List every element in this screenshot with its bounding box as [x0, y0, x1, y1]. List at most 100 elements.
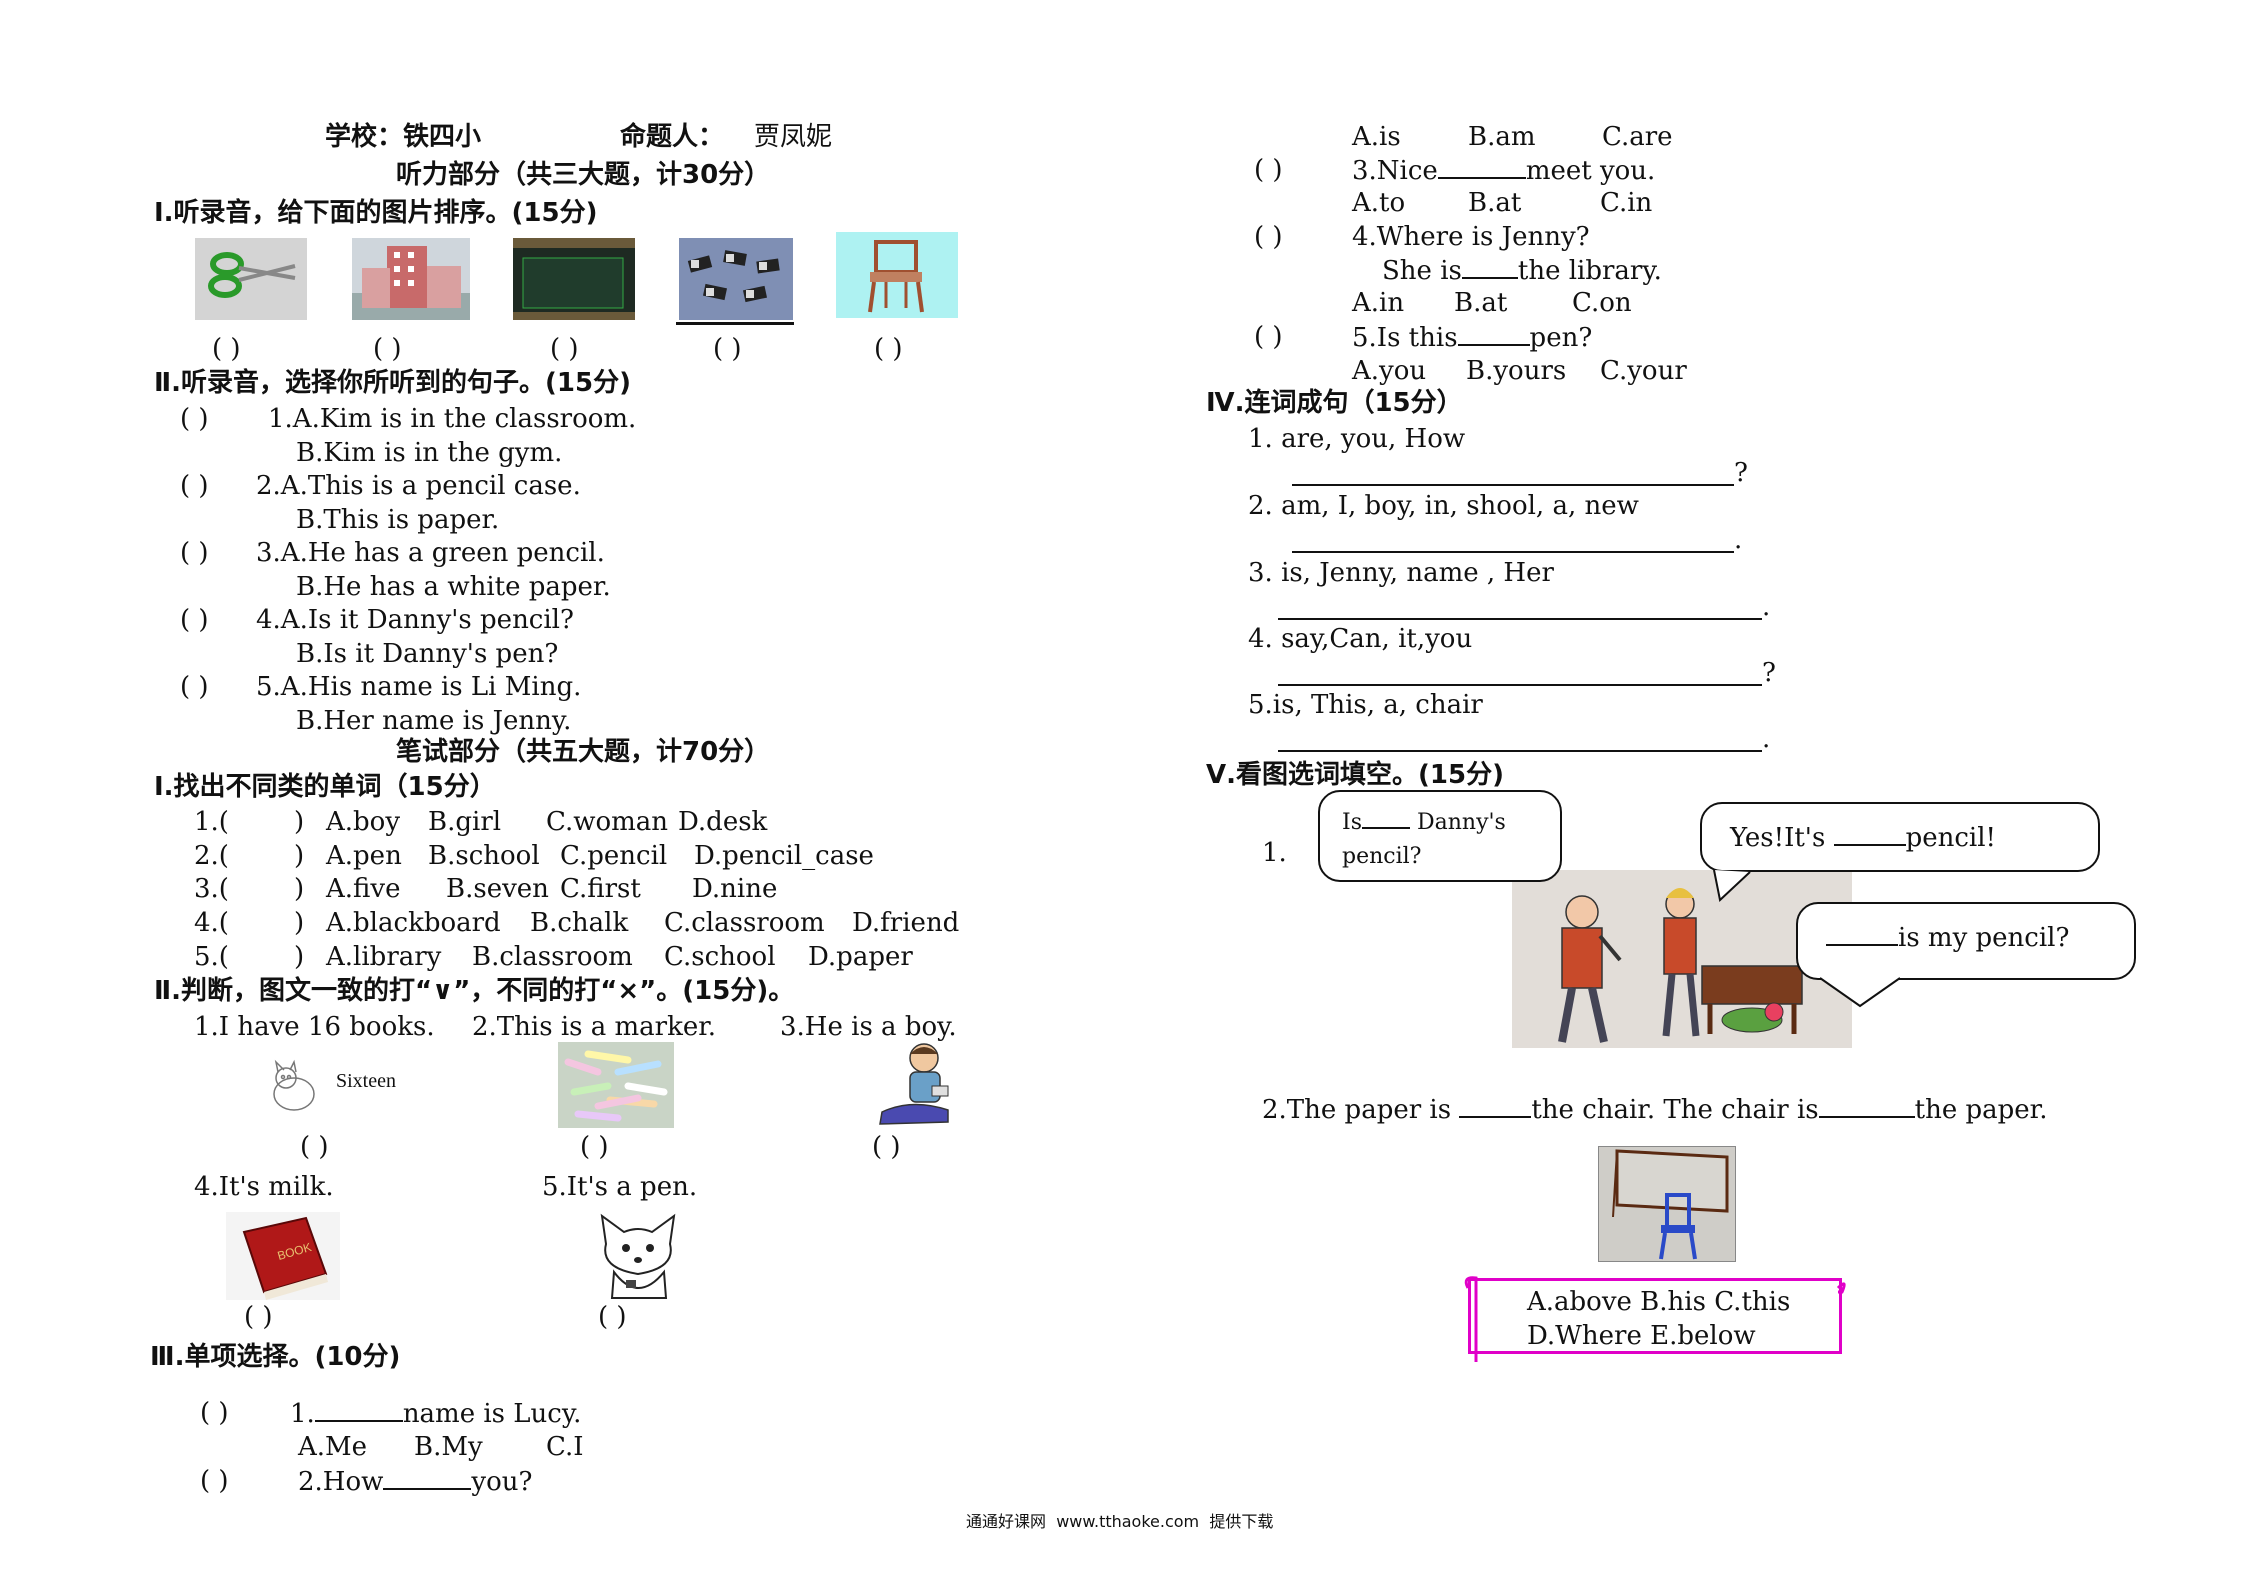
- order-blank-1[interactable]: ( ): [212, 334, 241, 364]
- w4-end-2: .: [1734, 525, 1743, 555]
- order-blank-4[interactable]: ( ): [713, 334, 742, 364]
- w3-q1-blank[interactable]: [314, 1398, 403, 1422]
- l2-paren-2[interactable]: ( ): [180, 471, 209, 501]
- w4-answer-line-5[interactable]: [1278, 750, 1762, 752]
- w1-opt-d: D.paper: [808, 942, 913, 972]
- bubble-1-line-1: Is Danny's: [1342, 808, 1506, 838]
- w3-paren-1[interactable]: ( ): [200, 1398, 229, 1428]
- w3-q5-blank[interactable]: [1457, 322, 1530, 346]
- speech-bubble-2: Yes!It's pencil!: [1700, 802, 2100, 872]
- w2-sentence-3: 3.He is a boy.: [780, 1012, 957, 1042]
- l2-paren-5[interactable]: ( ): [180, 672, 209, 702]
- w3-q1-post: name is Lucy.: [402, 1399, 582, 1429]
- w1-paren[interactable]: ): [294, 908, 305, 938]
- sixteen-label: Sixteen: [336, 1070, 396, 1092]
- l2-paren-1[interactable]: ( ): [180, 404, 209, 434]
- w2-paren-4[interactable]: ( ): [244, 1302, 273, 1332]
- bubble-1-pre: Is: [1342, 810, 1362, 835]
- w4-answer-line-3[interactable]: [1278, 618, 1762, 620]
- order-blank-3[interactable]: ( ): [550, 334, 579, 364]
- bubble-1-post: Danny's: [1416, 810, 1506, 835]
- w3-q2-blank[interactable]: [383, 1466, 472, 1490]
- w4-answer-line-1[interactable]: [1292, 484, 1734, 486]
- w1-num: 3.(: [194, 874, 229, 904]
- bubble-3-blank[interactable]: [1826, 922, 1898, 946]
- w1-paren[interactable]: ): [294, 874, 305, 904]
- w1-paren[interactable]: ): [294, 942, 305, 972]
- w4-end-4: ?: [1762, 658, 1776, 688]
- w3-q4-opt-b: B.at: [1454, 288, 1508, 318]
- w5-title: Ⅴ.看图选词填空。(15分): [1206, 760, 1504, 790]
- footer-url[interactable]: www.tthaoke.com: [1056, 1512, 1200, 1531]
- word-options-line-2: D.Where E.below: [1527, 1321, 1756, 1351]
- author-name: 贾凤妮: [754, 122, 833, 152]
- w3-q3-blank[interactable]: [1437, 155, 1526, 179]
- l2-paren-4[interactable]: ( ): [180, 605, 209, 635]
- w1-opt-c: C.woman: [546, 807, 669, 837]
- bubble-2-blank[interactable]: [1833, 822, 1906, 846]
- l2-option-5a: 5.A.His name is Li Ming.: [256, 672, 582, 702]
- w5-q2-blank-1[interactable]: [1459, 1094, 1532, 1118]
- w1-num: 5.(: [194, 942, 229, 972]
- order-blank-5[interactable]: ( ): [874, 334, 903, 364]
- w3-question-1: 1. name is Lucy.: [290, 1398, 581, 1429]
- w5-q2-pre: 2.The paper is: [1262, 1095, 1452, 1125]
- l2-option-1b: B.Kim is in the gym.: [296, 438, 563, 468]
- w3-title: Ⅲ.单项选择。(10分): [150, 1342, 401, 1372]
- w3-paren-5[interactable]: ( ): [1254, 322, 1283, 352]
- w3-q3-opt-c: C.in: [1600, 188, 1653, 218]
- w2-sentence-1: 1.I have 16 books.: [194, 1012, 435, 1042]
- bubble-2-pre: Yes!It's: [1730, 823, 1826, 853]
- speech-bubble-3: is my pencil?: [1796, 902, 2136, 980]
- l2-option-4b: B.Is it Danny's pen?: [296, 639, 559, 669]
- w3-q1-opt-c: C.I: [546, 1432, 584, 1462]
- erasers-underline: [676, 322, 794, 325]
- cartoon-scene-image: [1512, 870, 1852, 1048]
- w1-opt-d: D.friend: [852, 908, 960, 938]
- scissors-image: [195, 238, 307, 320]
- order-blank-2[interactable]: ( ): [373, 334, 402, 364]
- w2-sentence-5: 5.It's a pen.: [542, 1172, 698, 1202]
- w4-words-2: 2. am, I, boy, in, shool, a, new: [1248, 491, 1639, 521]
- author-label: 命题人：: [620, 122, 725, 152]
- bubble-1-blank[interactable]: [1361, 809, 1410, 829]
- w3-paren-2[interactable]: ( ): [200, 1466, 229, 1496]
- l2-paren-3[interactable]: ( ): [180, 538, 209, 568]
- w2-paren-5[interactable]: ( ): [598, 1302, 627, 1332]
- footer: 通通好课网 www.tthaoke.com 提供下载: [966, 1508, 1273, 1532]
- w1-opt-a: A.pen: [326, 841, 402, 871]
- l2-title: Ⅱ.听录音，选择你所听到的句子。(15分): [154, 368, 631, 398]
- w2-paren-1[interactable]: ( ): [300, 1132, 329, 1162]
- w2-paren-3[interactable]: ( ): [872, 1132, 901, 1162]
- w3-paren-4[interactable]: ( ): [1254, 222, 1283, 252]
- w3-question-4: 4.Where is Jenny?: [1352, 222, 1590, 252]
- listening-title: 听力部分（共三大题，计30分）: [396, 160, 771, 190]
- w3-paren-3[interactable]: ( ): [1254, 155, 1283, 185]
- w1-opt-c: C.pencil: [560, 841, 668, 871]
- w3-q5-opt-b: B.yours: [1466, 356, 1567, 386]
- w3-q3-opt-b: B.at: [1468, 188, 1522, 218]
- w5-q2-blank-2[interactable]: [1818, 1094, 1915, 1118]
- w1-paren[interactable]: ): [294, 841, 305, 871]
- bubble-2-post: pencil!: [1905, 823, 1996, 853]
- w2-sentence-4: 4.It's milk.: [194, 1172, 334, 1202]
- bubble-3-post: is my pencil?: [1898, 923, 2070, 953]
- w1-paren[interactable]: ): [294, 807, 305, 837]
- l2-option-1a: 1.A.Kim is in the classroom.: [268, 404, 637, 434]
- erasers-image: [679, 238, 793, 320]
- w5-num-1: 1.: [1262, 838, 1287, 868]
- w3-q5-opt-a: A.you: [1352, 356, 1427, 386]
- w2-paren-2[interactable]: ( ): [580, 1132, 609, 1162]
- boy-image: [852, 1040, 968, 1130]
- w4-end-5: .: [1762, 724, 1771, 754]
- l2-option-5b: B.Her name is Jenny.: [296, 706, 572, 736]
- w4-answer-line-4[interactable]: [1278, 684, 1762, 686]
- w3-q4-opt-a: A.in: [1352, 288, 1405, 318]
- w4-answer-line-2[interactable]: [1292, 551, 1734, 553]
- w3-q1-pre: 1.: [290, 1399, 315, 1429]
- w3-q4-blank[interactable]: [1461, 255, 1518, 279]
- school-building-image: [352, 238, 470, 320]
